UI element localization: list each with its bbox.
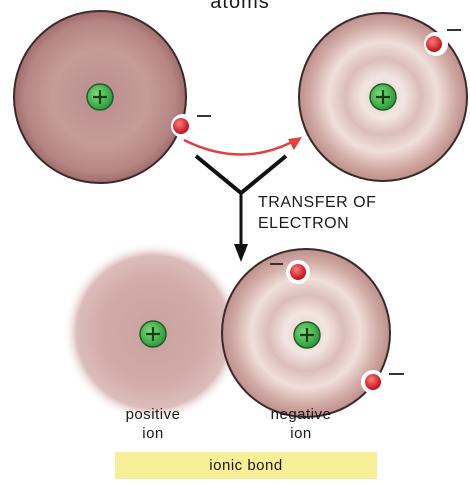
transfer-label-line2: ELECTRON <box>258 213 458 234</box>
positive-ion-label: positive ion <box>98 405 208 443</box>
neutral-atom-left <box>14 11 211 183</box>
transfer-label-line1: TRANSFER OF <box>258 192 458 213</box>
neutral-atom-right <box>299 13 467 181</box>
positive-ion-line1: positive <box>98 405 208 424</box>
negative-ion-atom <box>222 249 404 417</box>
electron-transfer-arrow-icon <box>184 137 302 155</box>
gained-electron-bottom <box>361 370 404 394</box>
outer-electron <box>424 30 461 56</box>
positive-ion-atom <box>63 242 243 422</box>
negative-ion-line2: ion <box>246 424 356 443</box>
ionic-bond-label: ionic bond <box>115 452 377 479</box>
nucleus-plus-icon <box>140 321 166 347</box>
atoms-heading: atoms <box>175 0 305 14</box>
positive-ion-line2: ion <box>98 424 208 443</box>
nucleus-plus-icon <box>294 322 320 348</box>
negative-ion-line1: negative <box>246 405 356 424</box>
outer-electron <box>171 114 211 138</box>
nucleus-plus-icon <box>370 84 396 110</box>
negative-ion-label: negative ion <box>246 405 356 443</box>
transfer-label: TRANSFER OF ELECTRON <box>258 192 458 234</box>
nucleus-plus-icon <box>87 84 113 110</box>
